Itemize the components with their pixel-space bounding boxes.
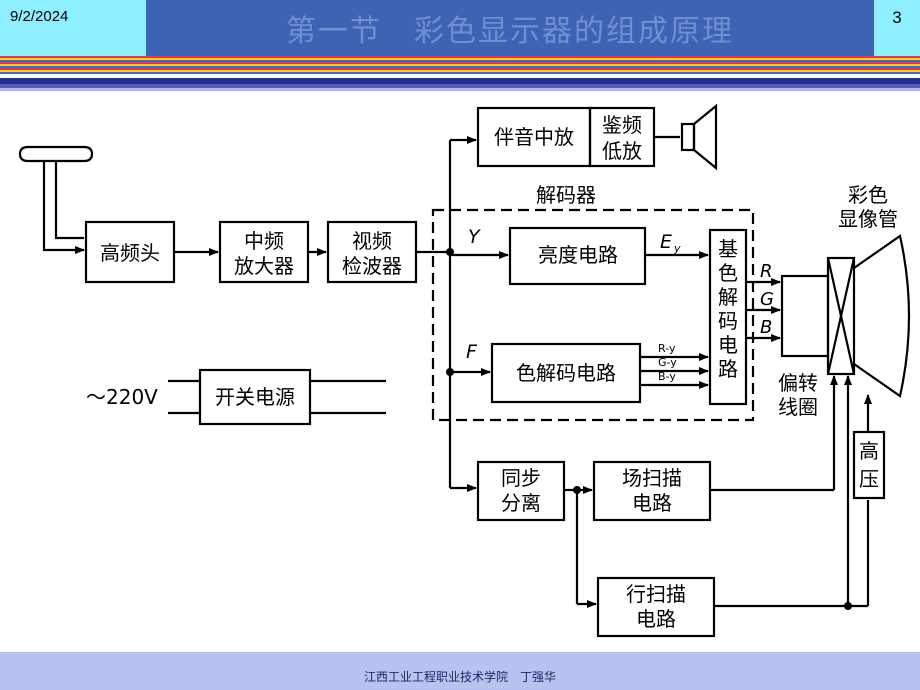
footer-bar xyxy=(0,652,920,690)
if-amp-label-1: 中频 xyxy=(244,229,284,253)
signal-ey-sub: y xyxy=(673,242,681,255)
signal-g-y: G-y xyxy=(658,356,677,369)
header-date-panel xyxy=(0,0,146,56)
header-title-panel xyxy=(146,0,874,56)
decoder-label: 解码器 xyxy=(536,183,596,207)
sound-if-label: 伴音中放 xyxy=(494,125,574,149)
decoder-dashed-frame xyxy=(431,208,755,422)
signal-r-y: R-y xyxy=(658,342,676,355)
crt-label-1: 彩色 xyxy=(848,183,888,207)
header-bar: 9/2/2024 第一节 彩色显示器的组成原理 3 xyxy=(0,0,920,56)
crt-neck-box xyxy=(780,274,830,358)
signal-ey-main: E xyxy=(660,231,672,253)
video-det-label-2: 检波器 xyxy=(342,254,402,278)
matrix-label-0: 基 xyxy=(718,237,738,261)
hscan-label-2: 电路 xyxy=(636,607,676,631)
if-amp-label-2: 放大器 xyxy=(234,254,294,278)
matrix-label-3: 码 xyxy=(718,309,738,333)
slide-title: 第一节 彩色显示器的组成原理 xyxy=(286,14,734,49)
tv-block-diagram: 高频头 中频 放大器 视频 检波器 伴音中放 鉴频 低放 解码器 亮度电路 色解… xyxy=(18,103,911,638)
crt-screen-shape xyxy=(853,234,911,398)
yoke-label-1: 偏转 xyxy=(778,371,818,395)
sync-label-1: 同步 xyxy=(501,466,541,490)
matrix-label-2: 解 xyxy=(718,285,738,309)
slide-date: 9/2/2024 xyxy=(10,8,69,25)
video-det-label-1: 视频 xyxy=(352,229,392,253)
vscan-label-2: 电路 xyxy=(632,491,672,515)
vscan-label-1: 场扫描 xyxy=(622,466,682,490)
chroma-label: 色解码电路 xyxy=(516,361,616,385)
matrix-label-5: 路 xyxy=(718,357,738,381)
yoke-label-2: 线圈 xyxy=(778,395,818,419)
sync-label-2: 分离 xyxy=(501,491,541,515)
power-supply-box xyxy=(198,368,312,426)
deflection-yoke-box xyxy=(826,256,856,376)
signal-f: F xyxy=(466,341,478,363)
signal-r: R xyxy=(760,261,773,282)
signal-b-y: B-y xyxy=(658,370,676,383)
luma-label: 亮度电路 xyxy=(538,243,618,267)
power-label: 开关电源 xyxy=(215,385,295,409)
discrim-label-1: 鉴频 xyxy=(602,113,642,137)
crt-label-2: 显像管 xyxy=(838,207,898,231)
header-page-panel xyxy=(874,0,920,56)
signal-y: Y xyxy=(468,226,481,248)
matrix-label-1: 色 xyxy=(718,261,738,285)
rf-tuner-label: 高频头 xyxy=(100,241,160,265)
hscan-label-1: 行扫描 xyxy=(626,582,686,606)
signal-g: G xyxy=(760,289,774,310)
mains-label: ～220V xyxy=(86,385,158,409)
chroma-decoder-box xyxy=(490,342,642,404)
speaker-icon xyxy=(680,122,696,152)
footer-text: 江西工业工程职业技术学院 丁强华 xyxy=(363,670,556,684)
discrim-label-2: 低放 xyxy=(602,139,642,163)
hv-label-1: 高 xyxy=(859,439,879,463)
hv-label-2: 压 xyxy=(859,467,879,491)
matrix-label-4: 电 xyxy=(718,333,738,357)
signal-b: B xyxy=(760,317,772,338)
decorative-stripes xyxy=(0,56,920,91)
antenna-icon xyxy=(18,145,94,163)
slide-number: 3 xyxy=(892,8,902,27)
matrix-box xyxy=(708,228,748,406)
